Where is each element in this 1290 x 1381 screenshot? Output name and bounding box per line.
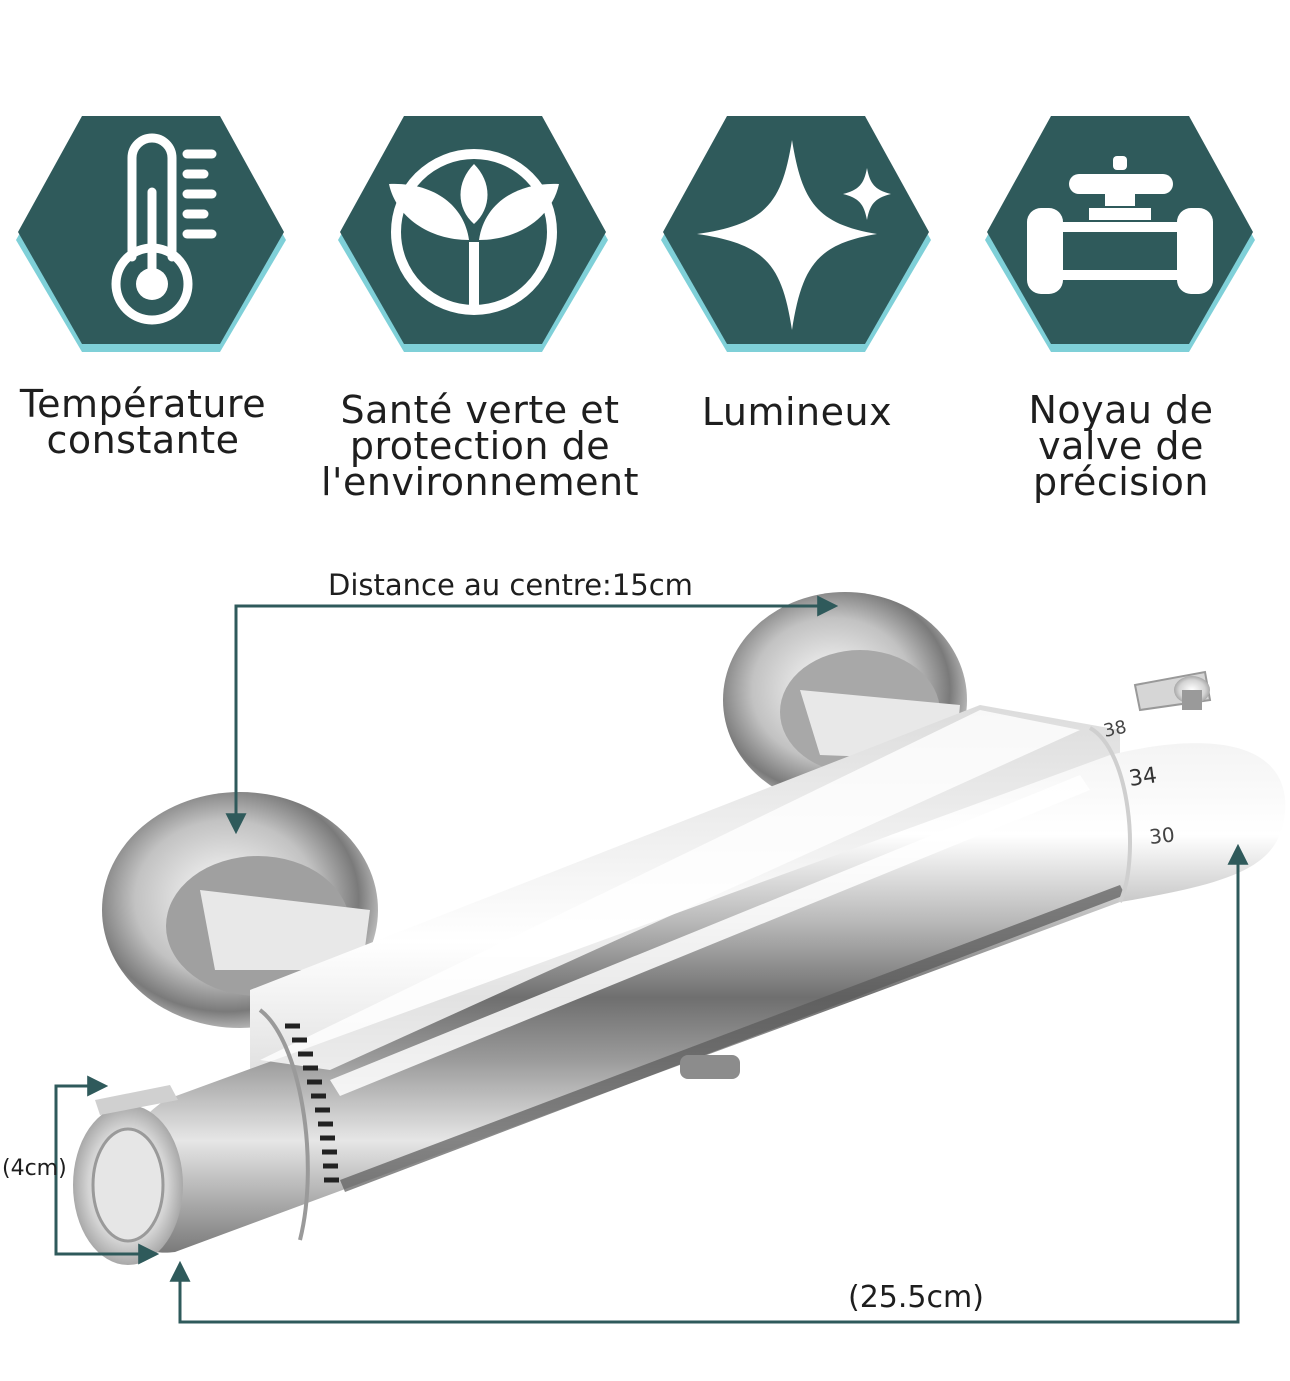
dimension-center-distance (225, 595, 839, 835)
valve-core-icon (985, 116, 1255, 352)
feature-label-sparkle: Lumineux (701, 390, 893, 434)
feature-leaf-circle (334, 112, 612, 360)
dial-number-38: 38 (1102, 717, 1129, 742)
feature-sparkle (657, 112, 935, 360)
center-distance-label: Distance au centre:15cm (328, 568, 693, 602)
length-label: (25.5cm) (848, 1280, 984, 1315)
safety-button (1133, 670, 1212, 712)
feature-label-leaf: Santé verte et protection de l'environne… (321, 388, 639, 504)
front-end-cap (73, 1085, 183, 1265)
dial-number-34: 34 (1127, 763, 1158, 792)
height-label: (4cm) (2, 1156, 67, 1181)
leaf-circle-icon (338, 116, 608, 352)
feature-thermometer (12, 112, 290, 360)
thermostatic-shower-valve-image: 38 34 30 (54, 592, 1286, 1324)
feature-label-thermometer: Température constante (19, 382, 267, 462)
dimension-height (54, 1075, 160, 1265)
product-image-area: 38 34 30 (0, 540, 1290, 1381)
feature-label-valve: Noyau de valve de précision (1028, 388, 1214, 504)
temperature-scale-marks (285, 1023, 339, 1183)
sparkle-icon (661, 116, 931, 352)
feature-valve-core (981, 112, 1259, 360)
thermometer-icon (16, 116, 286, 352)
valve-body (109, 705, 1286, 1253)
dimension-length (169, 843, 1249, 1324)
dial-number-30: 30 (1148, 822, 1176, 849)
